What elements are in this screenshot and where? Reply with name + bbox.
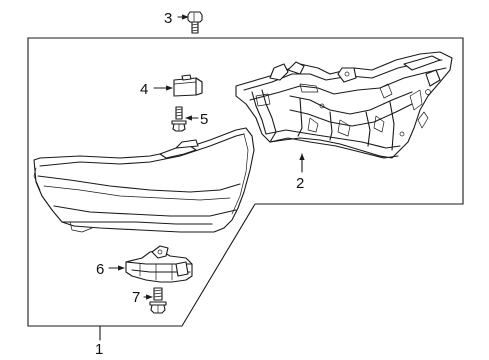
callout-6: 6 [96, 261, 104, 278]
assembly-frame [27, 37, 464, 327]
bolt-part-7 [143, 287, 167, 314]
screw-part-3 [177, 11, 203, 34]
callout-4: 4 [140, 81, 148, 98]
callout-7: 7 [132, 289, 140, 306]
callout-2: 2 [296, 175, 304, 192]
connector-part-4 [153, 74, 203, 97]
callout-1: 1 [95, 341, 103, 358]
callout-5: 5 [200, 111, 208, 128]
lower-bracket-part-6 [108, 245, 193, 283]
mounting-bracket-part-2 [235, 51, 453, 159]
bolt-part-5 [171, 106, 199, 132]
callout-3: 3 [164, 10, 172, 27]
headlamp-assembly-part-1 [33, 127, 255, 233]
